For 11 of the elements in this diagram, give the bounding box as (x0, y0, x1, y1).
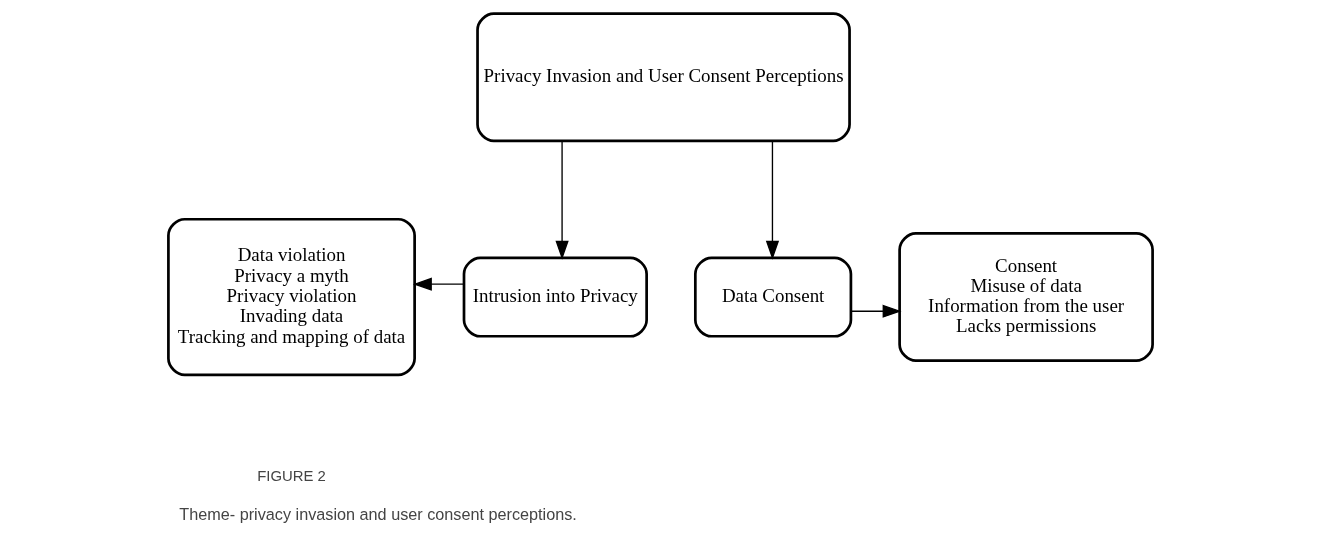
node-box: Data Consent (693, 256, 852, 338)
node-box: Privacy Invasion and User Consent Perceptions (475, 12, 851, 143)
node-box: Intrusion into Privacy (462, 256, 648, 338)
arrow (849, 304, 902, 318)
node-box: Data violation Privacy a myth Privacy violation Invading data Tracking and mapping of data (166, 217, 416, 377)
arrow (765, 140, 779, 260)
node-box: Consent Misuse of data Information from the user Lacks permissions (897, 232, 1154, 362)
arrow (412, 277, 464, 291)
arrow (554, 140, 569, 260)
caption: Theme- privacy invasion and user consent perceptions. (178, 505, 577, 524)
label: FIGURE 2 (256, 468, 326, 485)
